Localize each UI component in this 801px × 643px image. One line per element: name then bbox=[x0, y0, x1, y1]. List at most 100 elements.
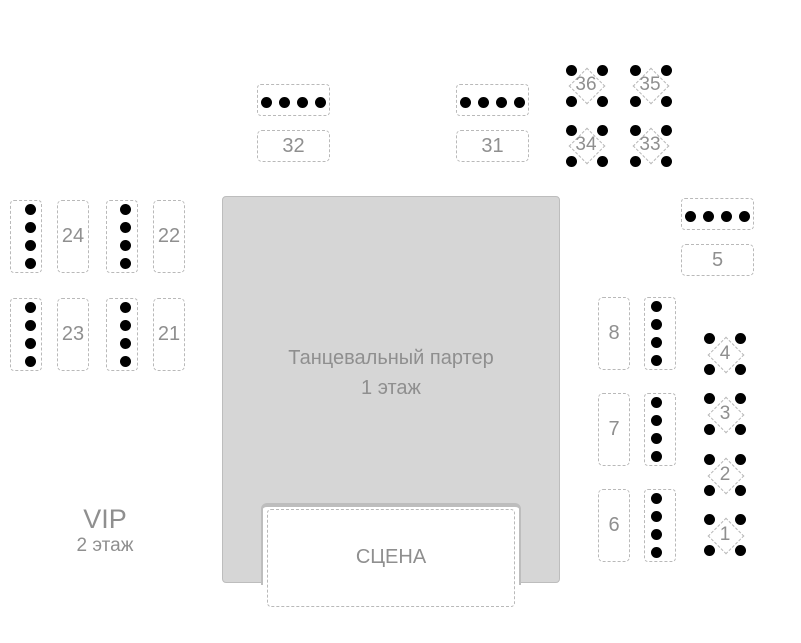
seat[interactable] bbox=[630, 156, 641, 167]
table-23-label: 23 bbox=[61, 323, 85, 345]
seat[interactable] bbox=[597, 125, 608, 136]
seat[interactable] bbox=[704, 485, 715, 496]
table-3-label: 3 bbox=[719, 403, 731, 424]
seat[interactable] bbox=[496, 97, 507, 108]
seat[interactable] bbox=[566, 96, 577, 107]
seat[interactable] bbox=[739, 211, 750, 222]
seat[interactable] bbox=[25, 320, 36, 331]
table-32[interactable] bbox=[257, 130, 330, 162]
seat[interactable] bbox=[721, 211, 732, 222]
seat[interactable] bbox=[478, 97, 489, 108]
seat[interactable] bbox=[120, 302, 131, 313]
table-6-label: 6 bbox=[608, 514, 620, 536]
seat[interactable] bbox=[704, 364, 715, 375]
table-34-label: 34 bbox=[575, 134, 597, 155]
seat[interactable] bbox=[25, 338, 36, 349]
seat[interactable] bbox=[566, 125, 577, 136]
seat[interactable] bbox=[651, 493, 662, 504]
seat[interactable] bbox=[735, 514, 746, 525]
seat[interactable] bbox=[25, 240, 36, 251]
seat[interactable] bbox=[651, 301, 662, 312]
seat[interactable] bbox=[597, 156, 608, 167]
seat[interactable] bbox=[704, 393, 715, 404]
seat[interactable] bbox=[704, 545, 715, 556]
table-32-label: 32 bbox=[282, 134, 305, 157]
seat[interactable] bbox=[566, 156, 577, 167]
seat[interactable] bbox=[651, 355, 662, 366]
seat[interactable] bbox=[120, 338, 131, 349]
seat[interactable] bbox=[661, 156, 672, 167]
seat[interactable] bbox=[120, 320, 131, 331]
seat[interactable] bbox=[735, 545, 746, 556]
seat[interactable] bbox=[661, 65, 672, 76]
seat[interactable] bbox=[703, 211, 714, 222]
seat[interactable] bbox=[25, 204, 36, 215]
seat[interactable] bbox=[630, 125, 641, 136]
vip-subtitle: 2 этаж bbox=[76, 535, 134, 556]
seat[interactable] bbox=[735, 364, 746, 375]
seat[interactable] bbox=[735, 454, 746, 465]
seat[interactable] bbox=[651, 433, 662, 444]
table-31[interactable] bbox=[456, 130, 529, 162]
seat[interactable] bbox=[704, 514, 715, 525]
table-7[interactable] bbox=[598, 393, 630, 466]
seat[interactable] bbox=[661, 125, 672, 136]
seat[interactable] bbox=[735, 424, 746, 435]
table-2-label: 2 bbox=[719, 464, 731, 485]
seat[interactable] bbox=[651, 529, 662, 540]
seat[interactable] bbox=[630, 65, 641, 76]
seat[interactable] bbox=[120, 258, 131, 269]
seat[interactable] bbox=[566, 65, 577, 76]
vip-title: VIP bbox=[83, 503, 127, 534]
table-31-label: 31 bbox=[481, 134, 504, 157]
seat[interactable] bbox=[735, 393, 746, 404]
seat[interactable] bbox=[120, 204, 131, 215]
seat[interactable] bbox=[460, 97, 471, 108]
seat[interactable] bbox=[25, 222, 36, 233]
seat[interactable] bbox=[597, 96, 608, 107]
seat[interactable] bbox=[25, 258, 36, 269]
seat[interactable] bbox=[315, 97, 326, 108]
seat[interactable] bbox=[704, 333, 715, 344]
seat[interactable] bbox=[651, 319, 662, 330]
table-5[interactable] bbox=[681, 244, 754, 276]
table-8[interactable] bbox=[598, 297, 630, 370]
seat[interactable] bbox=[279, 97, 290, 108]
table-36-label: 36 bbox=[575, 74, 597, 95]
seat[interactable] bbox=[297, 97, 308, 108]
seat[interactable] bbox=[120, 222, 131, 233]
table-22[interactable] bbox=[153, 200, 185, 273]
seat[interactable] bbox=[651, 337, 662, 348]
seat[interactable] bbox=[120, 240, 131, 251]
seat[interactable] bbox=[120, 356, 131, 367]
seat[interactable] bbox=[704, 424, 715, 435]
seat[interactable] bbox=[651, 451, 662, 462]
seat[interactable] bbox=[735, 485, 746, 496]
table-24[interactable] bbox=[57, 200, 89, 273]
table-22-label: 22 bbox=[157, 225, 181, 247]
seat[interactable] bbox=[651, 511, 662, 522]
table-6[interactable] bbox=[598, 489, 630, 562]
seat[interactable] bbox=[25, 302, 36, 313]
dance-floor-subtitle: 1 этаж bbox=[361, 376, 421, 399]
table-7-label: 7 bbox=[608, 418, 620, 440]
stage-label: СЦЕНА bbox=[355, 545, 427, 568]
seat[interactable] bbox=[651, 547, 662, 558]
seat[interactable] bbox=[630, 96, 641, 107]
seat[interactable] bbox=[661, 96, 672, 107]
seat[interactable] bbox=[25, 356, 36, 367]
seat[interactable] bbox=[704, 454, 715, 465]
dance-floor-title: Танцевальный партер bbox=[288, 346, 494, 369]
table-4-label: 4 bbox=[719, 343, 731, 364]
table-23[interactable] bbox=[57, 298, 89, 371]
table-21[interactable] bbox=[153, 298, 185, 371]
table-5-label: 5 bbox=[711, 248, 724, 271]
seat[interactable] bbox=[597, 65, 608, 76]
seat[interactable] bbox=[651, 397, 662, 408]
seat[interactable] bbox=[261, 97, 272, 108]
table-21-label: 21 bbox=[157, 323, 181, 345]
seat[interactable] bbox=[735, 333, 746, 344]
seat[interactable] bbox=[651, 415, 662, 426]
seat[interactable] bbox=[685, 211, 696, 222]
seat[interactable] bbox=[514, 97, 525, 108]
